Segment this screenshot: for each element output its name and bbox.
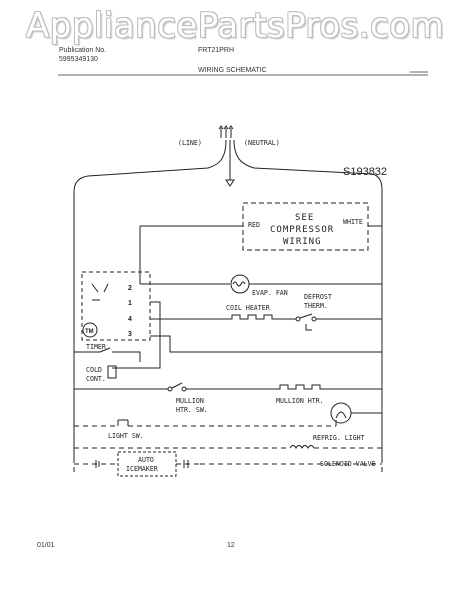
terminal-1-wire: [112, 301, 161, 369]
therm-bulb: [305, 324, 312, 331]
cold-control-line2: CONT.: [86, 375, 106, 383]
publication-number: 5995349130: [59, 56, 98, 63]
evap-fan-motor: [230, 274, 250, 294]
mullion-switch-line2: HTR. SW.: [176, 406, 208, 414]
defrost-therm-switch: [299, 313, 313, 319]
refrig-light-label: REFRIG. LIGHT: [313, 434, 365, 442]
compressor-line2: COMPRESSOR: [270, 225, 334, 235]
cold-control-line1: COLD: [86, 366, 102, 374]
timer-contacts: [91, 283, 109, 301]
page-number: 12: [227, 542, 235, 549]
solenoid-coil: [289, 445, 315, 449]
mullion-switch-line1: MULLION: [176, 397, 204, 405]
site-watermark: AppliancePartsPros.com: [26, 6, 445, 46]
terminal-2: 2: [128, 285, 132, 292]
publication-label: Publication No.: [59, 47, 107, 54]
defrost-therm-line2: THERM.: [304, 302, 328, 310]
solenoid-label: SOLENOID VALVE: [320, 460, 376, 468]
light-switch-label: LIGHT SW.: [108, 432, 144, 440]
terminal-4: 4: [128, 316, 132, 323]
timer-motor-label: TM: [85, 329, 94, 335]
timer-box: [81, 271, 151, 341]
timer-motor: [82, 322, 98, 338]
mullion-sw-contact-a: [167, 386, 173, 392]
light-switch: [117, 419, 129, 426]
defrost-therm-line1: DEFROST: [304, 293, 332, 301]
terminal-3: 3: [128, 331, 132, 338]
timer-label: TIMER: [86, 343, 106, 351]
icemaker-plug: [183, 460, 189, 468]
mullion-heater: [274, 384, 326, 390]
terminal-3-wire: [150, 335, 382, 353]
evap-fan-label: EVAP. FAN: [252, 289, 288, 297]
therm-contact-b: [311, 316, 317, 322]
neutral-label: (NEUTRAL): [244, 139, 280, 147]
terminal-1: 1: [128, 300, 132, 307]
refrig-light-filament: [335, 411, 347, 419]
line-label: (LINE): [178, 139, 202, 147]
icemaker-line2: ICEMAKER: [126, 465, 158, 473]
compressor-line1: SEE: [295, 213, 314, 223]
compressor-line3: WIRING: [283, 237, 322, 247]
cold-control-switch: [74, 347, 141, 362]
icemaker-line1: AUTO: [138, 456, 154, 464]
cold-control-bulb: [107, 365, 117, 379]
coil-heater-label: COIL HEATER: [226, 304, 270, 312]
evap-fan-coil: [232, 281, 246, 287]
mullion-heater-label: MULLION HTR.: [276, 397, 324, 405]
therm-contact-a: [295, 316, 301, 322]
mullion-switch: [171, 382, 183, 389]
icemaker-ground: [95, 460, 100, 468]
diagram-id: S193832: [343, 166, 387, 178]
white-wire-label: WHITE: [343, 218, 363, 226]
refrig-light-bulb: [330, 402, 352, 424]
mullion-sw-contact-b: [181, 386, 187, 392]
red-wire-label: RED: [248, 221, 260, 229]
footer-date: 01/01: [37, 542, 55, 549]
power-plug: [73, 125, 383, 458]
model-number: FRT21PRH: [198, 47, 235, 54]
section-title: WIRING SCHEMATIC: [198, 67, 267, 74]
coil-heater: [226, 314, 278, 320]
